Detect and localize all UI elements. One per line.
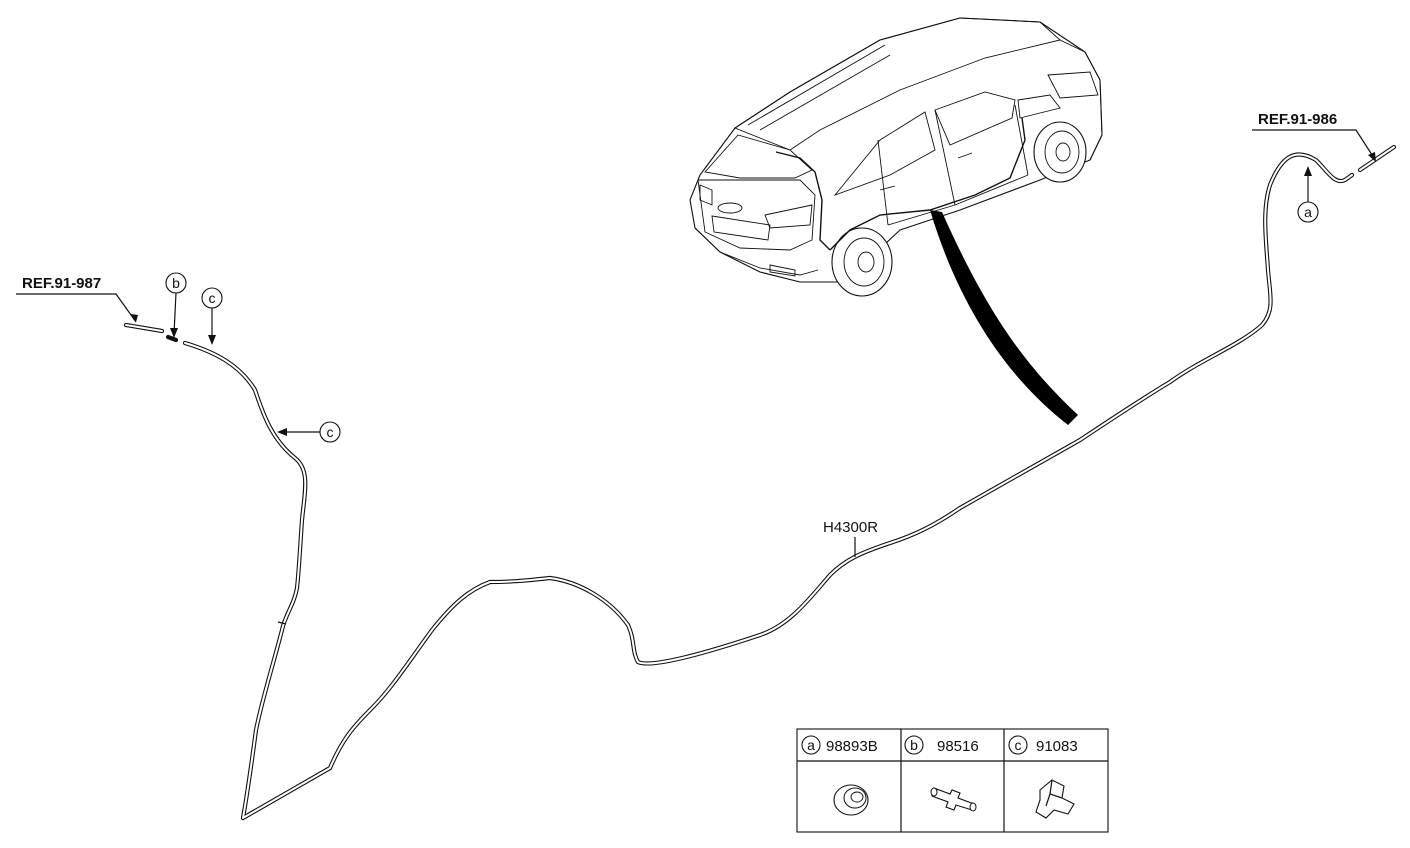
callout-b-letter: b (172, 275, 180, 291)
hose-part-label: H4300R (823, 519, 878, 557)
vehicle-illustration (689, 17, 1103, 297)
hose-connector-icon (930, 787, 977, 812)
callout-a-letter: a (1304, 204, 1312, 220)
part-number-c: 91083 (1036, 738, 1078, 755)
clip-icon (1035, 779, 1075, 819)
washer-hose (123, 144, 1397, 821)
hose-part-number: H4300R (823, 519, 878, 536)
callout-c-middle: c (277, 421, 341, 443)
parts-table-cell-a: a 98893B (801, 735, 878, 816)
callout-b-left: b (165, 272, 187, 338)
ref-left-label: REF.91-987 (16, 275, 138, 323)
part-number-b: 98516 (937, 738, 979, 755)
parts-letter-c: c (1015, 737, 1022, 753)
part-number-a: 98893B (826, 738, 878, 755)
ref-left-text: REF.91-987 (22, 275, 101, 292)
callout-a-right: a (1297, 166, 1319, 223)
parts-letter-b: b (910, 737, 918, 753)
ref-right-text: REF.91-986 (1258, 111, 1337, 128)
callout-c-top: c (201, 287, 223, 345)
callout-c-letter: c (209, 290, 216, 306)
pointer-wedge (930, 210, 1078, 425)
ref-right-label: REF.91-986 (1252, 111, 1376, 162)
grommet-icon (833, 784, 869, 816)
parts-table-cell-b: b 98516 (904, 735, 979, 812)
parts-table-cell-c: c 91083 (1008, 735, 1078, 819)
callout-c-letter: c (327, 424, 334, 440)
parts-table: a 98893B b 98516 c 91083 (796, 728, 1109, 833)
parts-letter-a: a (807, 737, 815, 753)
